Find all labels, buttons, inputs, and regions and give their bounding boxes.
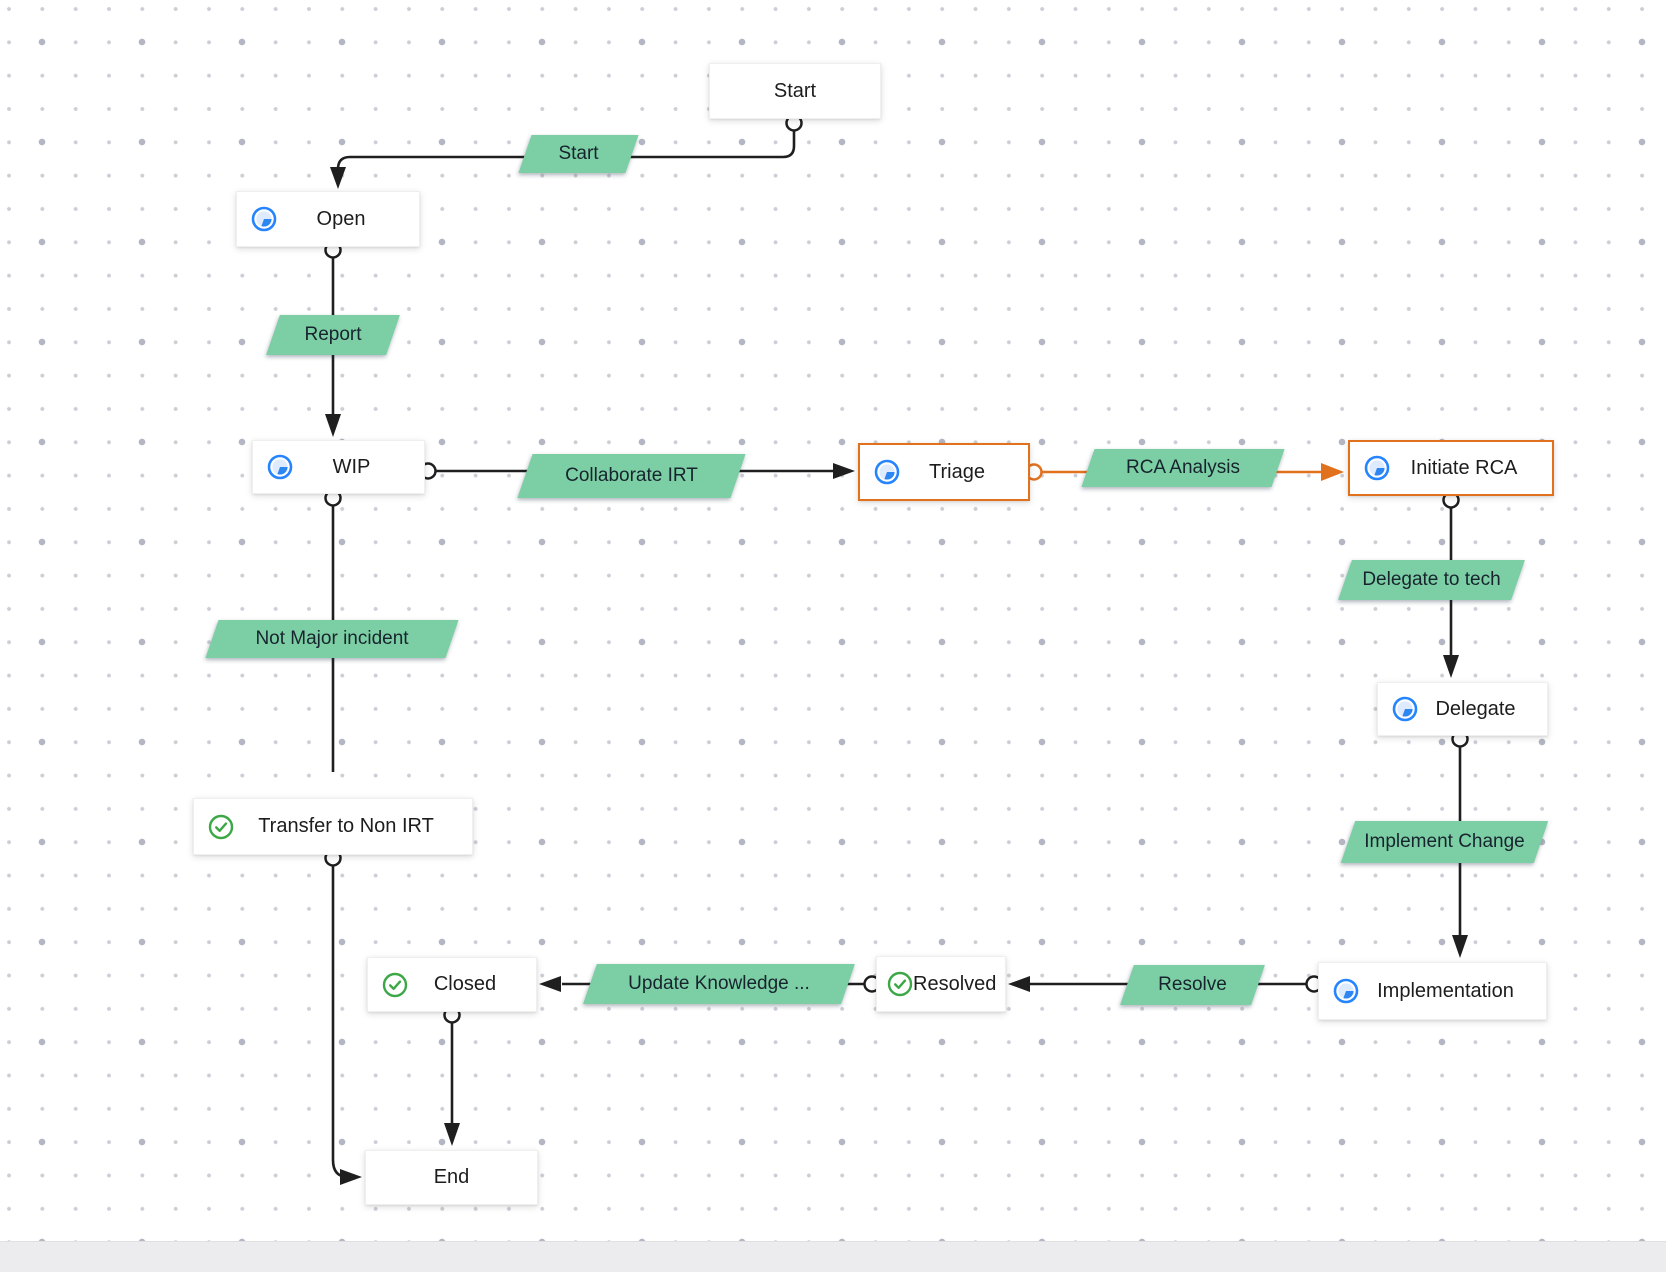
node-label: Resolved [913, 972, 997, 995]
transition-label-text: Resolve [1158, 974, 1227, 995]
node-label: Delegate [1435, 697, 1516, 720]
node-label: Triage [929, 460, 985, 483]
arrowhead-into-open [330, 167, 346, 189]
node-label: Implementation [1377, 979, 1514, 1002]
node-label: Initiate RCA [1410, 456, 1518, 479]
node-label: Closed [433, 973, 497, 995]
node-label: WIP [332, 455, 371, 478]
in-progress-pie-icon [1333, 978, 1359, 1004]
in-progress-pie-icon [1392, 696, 1418, 722]
node-label: Start [773, 79, 817, 102]
edge-transfer-to-end[interactable] [331, 865, 349, 1179]
transition-label-not-major-incident[interactable]: Not Major incident [212, 620, 452, 658]
node-label: Transfer to Non IRT [258, 815, 434, 837]
transition-label-resolve[interactable]: Resolve [1127, 965, 1258, 1005]
node-open[interactable]: Open [236, 191, 420, 247]
transition-label-text: Implement Change [1364, 831, 1525, 852]
node-triage[interactable]: Triage [858, 443, 1030, 501]
transition-label-delegate-to-tech[interactable]: Delegate to tech [1345, 560, 1518, 600]
transition-label-text: Update Knowledge ... [628, 973, 810, 994]
done-check-icon [887, 971, 913, 997]
transition-label-text: Collaborate IRT [565, 465, 698, 486]
node-label: End [433, 1166, 470, 1188]
arrowhead-into-implementation [1452, 935, 1468, 958]
node-wip[interactable]: WIP [252, 440, 425, 494]
arrowhead-into-resolved [1008, 976, 1030, 992]
transition-label-text: RCA Analysis [1125, 457, 1241, 478]
arrowhead-into-initiate-rca [1321, 463, 1344, 481]
node-delegate[interactable]: Delegate [1377, 682, 1548, 736]
node-start[interactable]: Start [709, 63, 881, 119]
transition-label-text: Delegate to tech [1362, 569, 1501, 590]
transition-label-rca-analysis[interactable]: RCA Analysis [1088, 449, 1278, 487]
arrowhead-into-end-left [340, 1169, 362, 1185]
node-resolved[interactable]: Resolved [876, 956, 1006, 1012]
node-initiate-rca[interactable]: Initiate RCA [1348, 440, 1554, 496]
node-label: Open [316, 207, 366, 230]
in-progress-pie-icon [1364, 455, 1390, 481]
transition-label-start[interactable]: Start [525, 135, 632, 173]
canvas-bottom-edge [0, 1241, 1666, 1272]
arrowhead-into-delegate [1443, 655, 1459, 678]
node-end[interactable]: End [365, 1150, 538, 1205]
transition-label-implement-change[interactable]: Implement Change [1348, 821, 1541, 863]
transition-label-text: Report [304, 324, 362, 345]
done-check-icon [382, 972, 408, 997]
in-progress-pie-icon [874, 459, 900, 485]
transition-label-collaborate-irt[interactable]: Collaborate IRT [525, 454, 738, 498]
node-transfer-to-non-irt[interactable]: Transfer to Non IRT [193, 798, 473, 855]
transition-label-update-knowledge[interactable]: Update Knowledge ... [590, 964, 848, 1004]
transition-label-text: Start [558, 143, 599, 164]
arrowhead-into-wip [325, 414, 341, 437]
transition-label-text: Not Major incident [255, 628, 409, 649]
in-progress-pie-icon [251, 206, 277, 232]
node-implementation[interactable]: Implementation [1318, 962, 1547, 1020]
transition-label-report[interactable]: Report [273, 315, 393, 355]
in-progress-pie-icon [267, 454, 293, 480]
done-check-icon [208, 814, 234, 839]
arrowhead-into-closed [539, 976, 561, 992]
arrowhead-into-triage [833, 463, 855, 479]
node-closed[interactable]: Closed [367, 957, 537, 1012]
arrowhead-into-end-top [444, 1123, 460, 1146]
